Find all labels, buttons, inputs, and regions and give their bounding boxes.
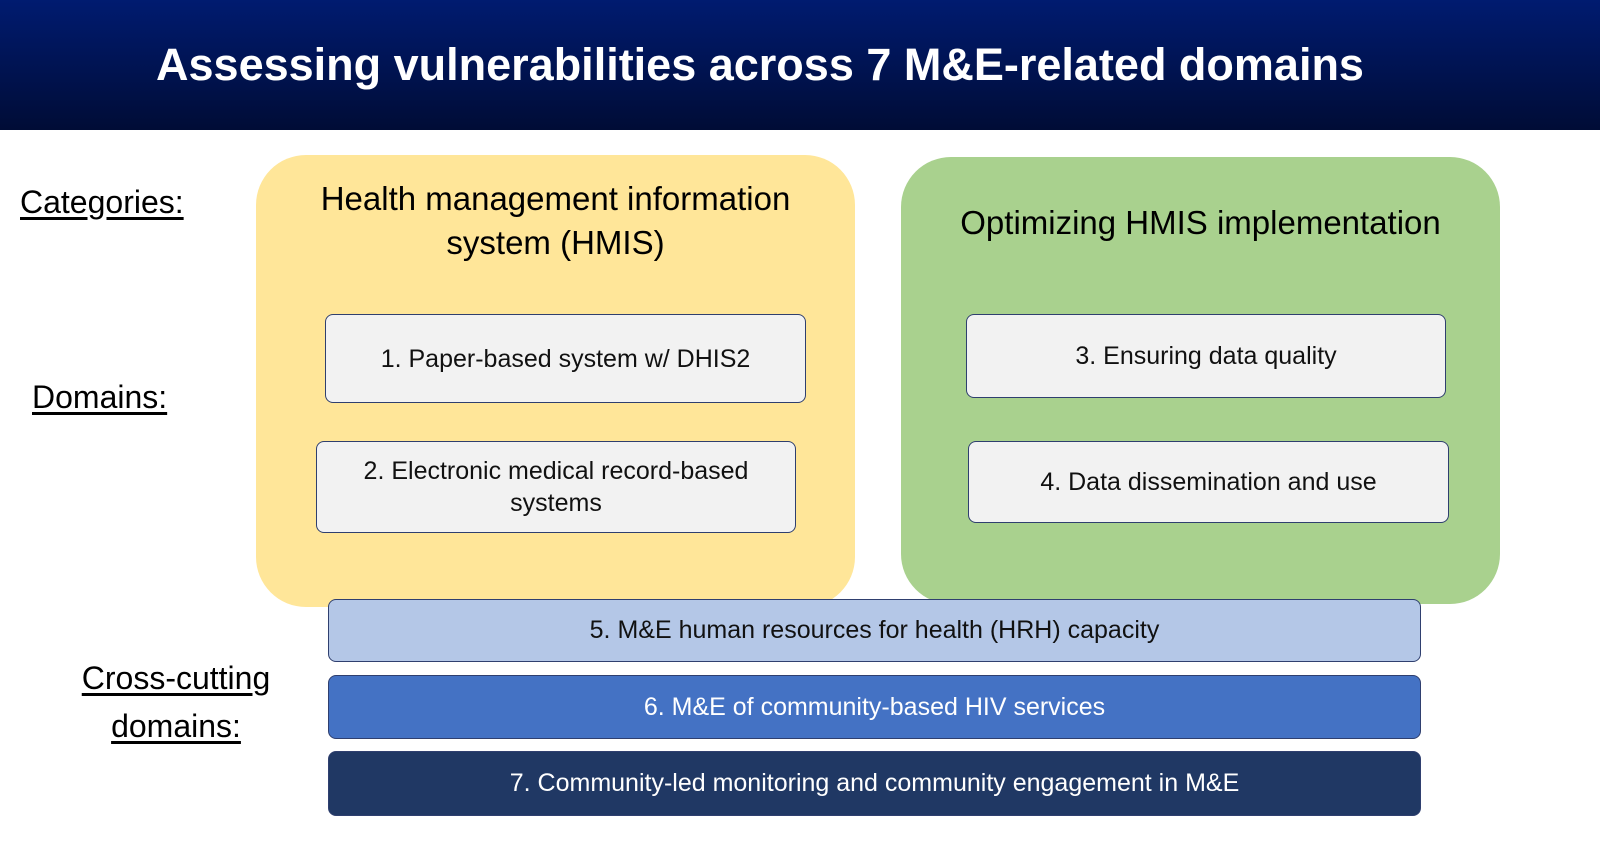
domain-2: 2. Electronic medical record-based syste…	[316, 441, 796, 533]
title-banner	[0, 0, 1600, 130]
category-optimizing-title: Optimizing HMIS implementation	[960, 204, 1441, 241]
domain-1: 1. Paper-based system w/ DHIS2	[325, 314, 806, 403]
cross-cutting-label-2: domains:	[111, 708, 241, 744]
categories-label: Categories:	[20, 184, 184, 220]
cross-cutting-domain-7: 7. Community-led monitoring and communit…	[328, 751, 1421, 816]
slide-title: Assessing vulnerabilities across 7 M&E-r…	[156, 39, 1364, 90]
category-hmis-title: Health management information system (HM…	[320, 180, 791, 261]
cross-cutting-domain-6: 6. M&E of community-based HIV services	[328, 675, 1421, 739]
domain-3: 3. Ensuring data quality	[966, 314, 1446, 398]
cross-cutting-label-1: Cross-cutting	[81, 660, 271, 696]
domain-4: 4. Data dissemination and use	[968, 441, 1449, 523]
cross-cutting-domain-5: 5. M&E human resources for health (HRH) …	[328, 599, 1421, 662]
domains-label: Domains:	[32, 379, 168, 415]
